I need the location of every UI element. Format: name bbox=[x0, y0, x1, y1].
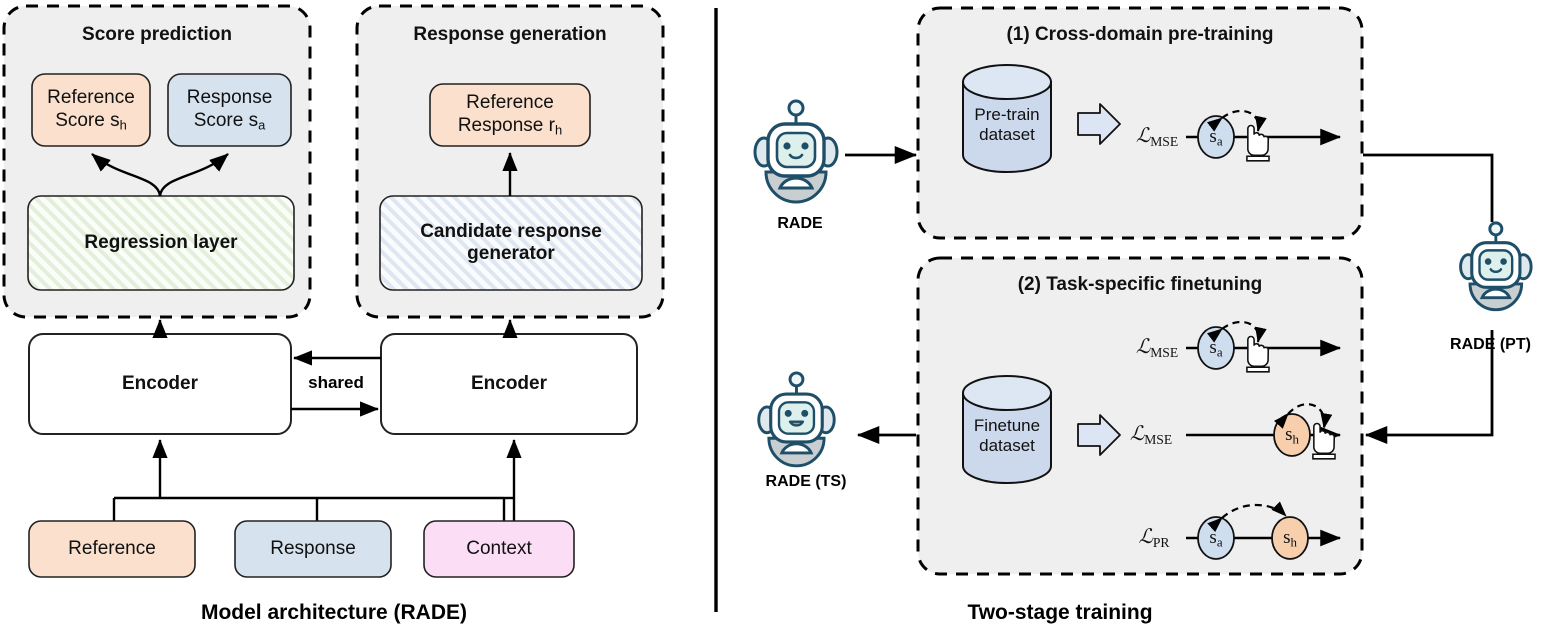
reference-score-box[interactable]: Reference Score sh bbox=[32, 74, 150, 146]
encoder-right[interactable]: Encoder bbox=[470, 372, 548, 394]
hand-cursor-icon bbox=[1246, 335, 1270, 373]
rade-ts-label: RADE (TS) bbox=[765, 472, 847, 490]
pretrain-dataset-label: Pre-train dataset bbox=[974, 104, 1040, 144]
stage2-loss-label-1: ℒMSE bbox=[1135, 335, 1179, 360]
reference-response-line1: Reference bbox=[466, 92, 554, 114]
stage1-loss-label-1: ℒMSE bbox=[1135, 124, 1179, 149]
pretrain-dataset-cylinder bbox=[962, 64, 1052, 173]
rade-label: RADE bbox=[777, 214, 823, 232]
flow-arrow-2 bbox=[1077, 414, 1121, 456]
input-connectors bbox=[28, 439, 575, 578]
response-generation-title: Response generation bbox=[413, 23, 607, 45]
response-generation-panel bbox=[355, 4, 665, 319]
input-response[interactable]: Response bbox=[270, 537, 356, 559]
stage2-loss-row-1 bbox=[1186, 320, 1342, 373]
reference-response-line2: Response rh bbox=[457, 114, 563, 138]
hand-cursor-icon bbox=[1312, 422, 1336, 460]
response-score-line2: Score sa bbox=[193, 109, 266, 133]
response-score-box[interactable]: Response Score sa bbox=[168, 74, 291, 146]
left-caption: Model architecture (RADE) bbox=[200, 600, 468, 624]
rade-pt-label: RADE (PT) bbox=[1450, 335, 1531, 353]
stage1-title: (1) Cross-domain pre-training bbox=[1006, 23, 1274, 45]
hand-cursor-icon bbox=[1246, 124, 1270, 162]
reference-response-box[interactable]: Reference Response rh bbox=[430, 84, 590, 146]
stage2-loss-label-3: ℒPR bbox=[1138, 525, 1170, 550]
stage2-loss-row-2 bbox=[1186, 403, 1342, 460]
stage1-panel bbox=[916, 6, 1364, 240]
stage2-loss-row-3 bbox=[1186, 501, 1342, 560]
candidate-generator-line2: generator bbox=[467, 243, 555, 264]
score-prediction-title: Score prediction bbox=[82, 23, 232, 45]
input-reference[interactable]: Reference bbox=[68, 537, 156, 559]
finetune-dataset-cylinder bbox=[962, 375, 1052, 484]
encoder-left[interactable]: Encoder bbox=[121, 372, 199, 394]
stage2-panel bbox=[916, 256, 1364, 576]
candidate-generator-line1: Candidate response bbox=[420, 220, 602, 242]
encoder-group bbox=[28, 319, 638, 435]
stage1-node-sa: sa bbox=[1209, 125, 1223, 149]
candidate-response-generator-box[interactable]: Candidate response generator bbox=[380, 196, 642, 290]
robot-icon-rade-pt bbox=[1459, 221, 1533, 312]
stage2-node-sh-1: sh bbox=[1285, 423, 1299, 447]
input-context[interactable]: Context bbox=[466, 537, 532, 559]
right-caption: Two-stage training bbox=[967, 600, 1153, 624]
response-score-line1: Response bbox=[186, 87, 273, 109]
stage2-node-sa-1: sa bbox=[1209, 336, 1223, 360]
stage2-node-sa-2: sa bbox=[1209, 526, 1223, 550]
flow-arrow-1 bbox=[1077, 103, 1121, 145]
stage2-node-sh-2: sh bbox=[1283, 526, 1297, 550]
stage2-title: (2) Task-specific finetuning bbox=[1017, 273, 1263, 295]
stage-connectors bbox=[845, 146, 1494, 444]
finetune-dataset-label: Finetune dataset bbox=[973, 415, 1041, 455]
reference-score-line2: Score sh bbox=[55, 109, 127, 133]
shared-label: shared bbox=[306, 372, 366, 394]
stage2-loss-label-2: ℒMSE bbox=[1129, 422, 1173, 447]
regression-layer-box[interactable]: Regression layer bbox=[84, 231, 238, 253]
score-prediction-panel bbox=[2, 4, 312, 319]
robot-happy-icon-rade-ts bbox=[757, 371, 836, 468]
stage1-loss-row-1 bbox=[1186, 109, 1342, 162]
robot-icon-rade bbox=[753, 99, 839, 204]
reference-score-line1: Reference bbox=[47, 87, 135, 109]
